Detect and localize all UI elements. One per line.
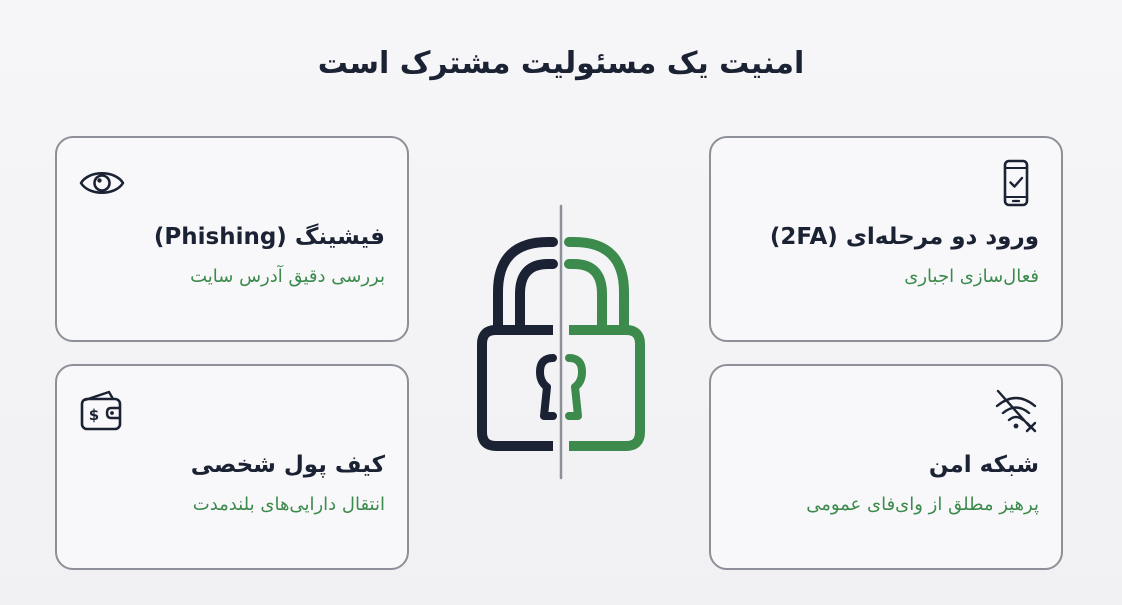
card-title: شبکه امن	[928, 452, 1039, 478]
diagram-title: امنیت یک مسئولیت مشترک است	[317, 46, 805, 81]
eye-icon	[79, 171, 125, 195]
split-padlock-icon	[477, 204, 645, 480]
card-2fa: ورود دو مرحله‌ای (2FA) فعال‌سازی اجباری	[709, 136, 1063, 342]
card-subtitle: پرهیز مطلق از وای‌فای عمومی	[806, 494, 1039, 515]
smartphone-check-icon	[1003, 159, 1029, 207]
card-subtitle: انتقال دارایی‌های بلندمدت	[192, 494, 385, 515]
svg-text:$: $	[89, 406, 99, 424]
card-title: کیف پول شخصی	[190, 452, 385, 478]
card-subtitle: فعال‌سازی اجباری	[904, 266, 1039, 287]
card-subtitle: بررسی دقیق آدرس سایت	[190, 266, 385, 287]
wifi-off-icon	[995, 389, 1037, 433]
card-phishing: فیشینگ (Phishing) بررسی دقیق آدرس سایت	[55, 136, 409, 342]
card-title: فیشینگ (Phishing)	[153, 224, 385, 250]
card-title: ورود دو مرحله‌ای (2FA)	[769, 224, 1039, 250]
card-secure-network: شبکه امن پرهیز مطلق از وای‌فای عمومی	[709, 364, 1063, 570]
wallet-icon: $	[80, 390, 122, 431]
card-wallet: $ کیف پول شخصی انتقال دارایی‌های بلندمدت	[55, 364, 409, 570]
